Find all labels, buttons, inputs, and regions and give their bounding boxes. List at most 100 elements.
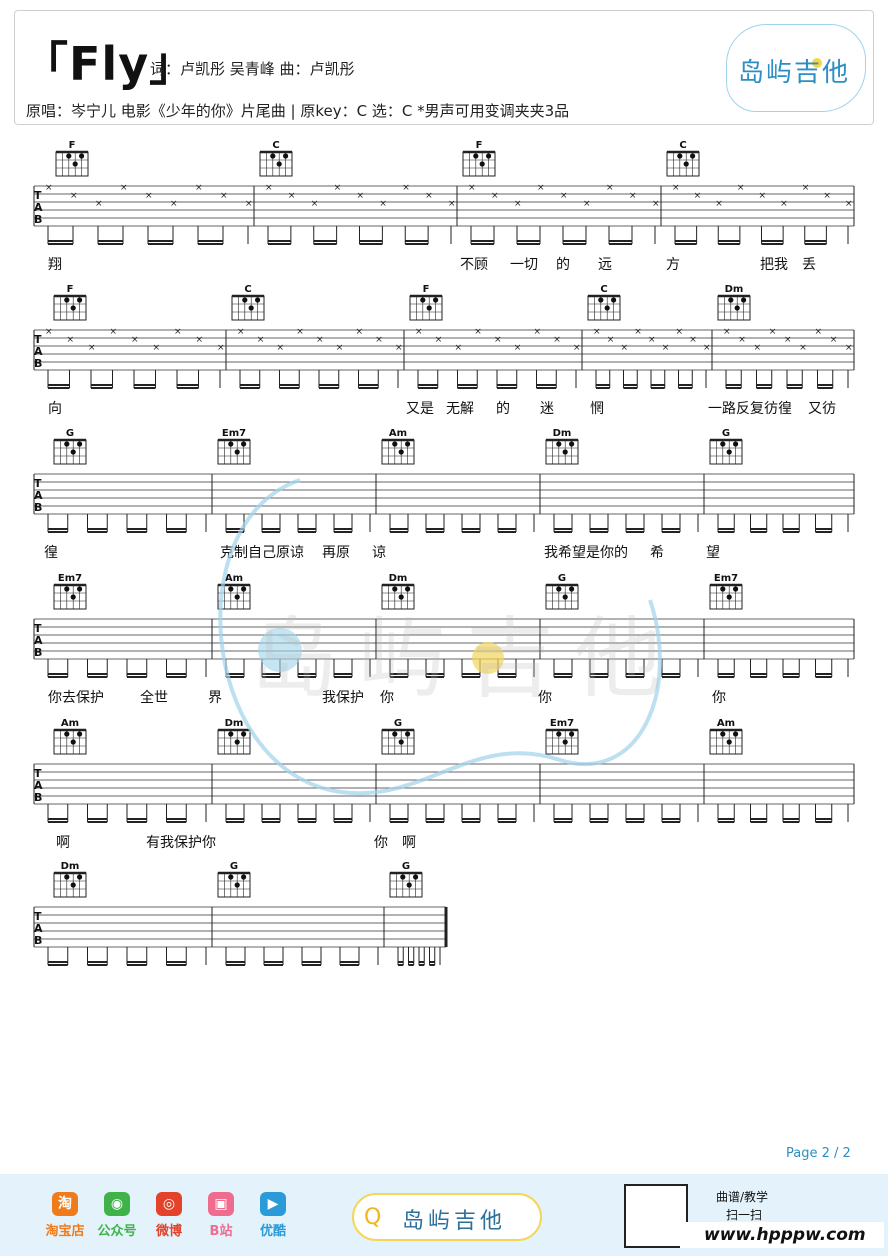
footer-link-0[interactable]: 淘淘宝店: [40, 1192, 90, 1239]
chord-diagram: [381, 439, 415, 465]
search-box[interactable]: [352, 1193, 542, 1241]
tab-clef-letter: T: [34, 910, 42, 923]
x-notehead: ×: [95, 199, 103, 209]
chord-finger-dot: [486, 153, 492, 159]
footer-link-3[interactable]: ▣B站: [196, 1192, 246, 1239]
chord-name: Dm: [724, 284, 744, 295]
chord-name: C: [244, 284, 252, 295]
x-notehead: ×: [455, 343, 463, 353]
tab-clef-letter: A: [34, 634, 43, 647]
search-icon[interactable]: Q: [364, 1205, 382, 1230]
tab-clef-letter: A: [34, 201, 43, 214]
tab-clef-letter: T: [34, 477, 42, 490]
chord-finger-dot: [241, 441, 247, 447]
x-notehead: ×: [703, 343, 711, 353]
footer-link-label: 优酷: [259, 1224, 286, 1239]
x-notehead: ×: [845, 343, 853, 353]
lyric-word: 克制自己原谅: [220, 545, 304, 561]
chord-finger-dot: [72, 161, 78, 167]
footer-link-2[interactable]: ◎微博: [144, 1192, 194, 1239]
chord-finger-dot: [270, 153, 276, 159]
x-notehead: ×: [769, 327, 777, 337]
x-notehead: ×: [265, 183, 273, 193]
chord-finger-dot: [720, 731, 726, 737]
chord-finger-dot: [734, 305, 740, 311]
tab-clef-letter: B: [34, 934, 43, 947]
tab-clef-letter: A: [34, 779, 43, 792]
tab-clef-letter: B: [34, 646, 43, 659]
chord-name: Em7: [221, 428, 247, 439]
chord-finger-dot: [479, 161, 485, 167]
x-notehead: ×: [145, 191, 153, 201]
chord-finger-dot: [228, 874, 234, 880]
song-info: 原唱：岑宁儿 电影《少年的你》片尾曲 | 原key：C 选：C *男声可用变调夹…: [26, 102, 570, 120]
chord-finger-dot: [70, 739, 76, 745]
lyric-word: 的: [556, 257, 570, 273]
x-notehead: ×: [311, 199, 319, 209]
x-notehead: ×: [514, 199, 522, 209]
chord-finger-dot: [64, 441, 70, 447]
chord-finger-dot: [611, 297, 617, 303]
chord-finger-dot: [405, 731, 411, 737]
lyric-word: 你去保护: [48, 690, 104, 706]
chord-name: C: [679, 140, 687, 151]
chord-finger-dot: [228, 441, 234, 447]
chord-name: Am: [60, 718, 80, 729]
chord-finger-dot: [64, 731, 70, 737]
chord-diagram: [217, 439, 251, 465]
x-notehead: ×: [277, 343, 285, 353]
lyric-word: 啊: [56, 835, 70, 851]
lyric-word: 翔: [48, 257, 62, 273]
chord-name: Dm: [388, 573, 408, 584]
lyric-word: 望: [706, 545, 720, 561]
lyric-word: 谅: [372, 545, 386, 561]
lyric-word: 一切: [510, 257, 538, 273]
chord-finger-dot: [420, 297, 426, 303]
footer-link-1[interactable]: ◉公众号: [92, 1192, 142, 1239]
x-notehead: ×: [217, 343, 225, 353]
x-notehead: ×: [694, 191, 702, 201]
x-notehead: ×: [67, 335, 75, 345]
x-notehead: ×: [435, 335, 443, 345]
qr-code-icon: [624, 1184, 688, 1248]
x-notehead: ×: [288, 191, 296, 201]
chord-finger-dot: [733, 441, 739, 447]
lyric-word: 惘: [590, 401, 604, 417]
chord-name: Dm: [224, 718, 244, 729]
footer-link-4[interactable]: ▶优酷: [248, 1192, 298, 1239]
header-box: [14, 10, 874, 125]
song-title: 「Fly」: [22, 37, 197, 91]
lyric-word: 向: [48, 401, 62, 417]
chord-finger-dot: [406, 882, 412, 888]
x-notehead: ×: [334, 183, 342, 193]
chord-finger-dot: [720, 586, 726, 592]
lyric-word: 再原: [322, 545, 350, 561]
lyric-word: 远: [598, 257, 612, 273]
chord-name: Am: [716, 718, 736, 729]
chord-name: Am: [224, 573, 244, 584]
x-notehead: ×: [672, 183, 680, 193]
chord-name: G: [557, 573, 567, 584]
x-notehead: ×: [375, 335, 383, 345]
brand-logo: [726, 24, 866, 112]
chord-diagram: [55, 151, 89, 177]
x-notehead: ×: [195, 183, 203, 193]
search-text: 岛屿吉他: [402, 1209, 507, 1234]
chord-diagram: [217, 729, 251, 755]
x-notehead: ×: [560, 191, 568, 201]
x-notehead: ×: [784, 335, 792, 345]
chord-finger-dot: [433, 297, 439, 303]
x-notehead: ×: [70, 191, 78, 201]
site-url[interactable]: www.hpppw.com: [680, 1222, 884, 1248]
chord-name: Dm: [552, 428, 572, 439]
credits: 词：卢凯彤 吴青峰 曲：卢凯彤: [150, 60, 355, 78]
chord-finger-dot: [70, 594, 76, 600]
chord-finger-dot: [70, 449, 76, 455]
chord-finger-dot: [733, 586, 739, 592]
chord-finger-dot: [604, 305, 610, 311]
lyric-word: 全世: [140, 690, 168, 706]
x-notehead: ×: [468, 183, 476, 193]
chord-finger-dot: [720, 441, 726, 447]
chord-diagram: [709, 729, 743, 755]
chord-finger-dot: [241, 586, 247, 592]
